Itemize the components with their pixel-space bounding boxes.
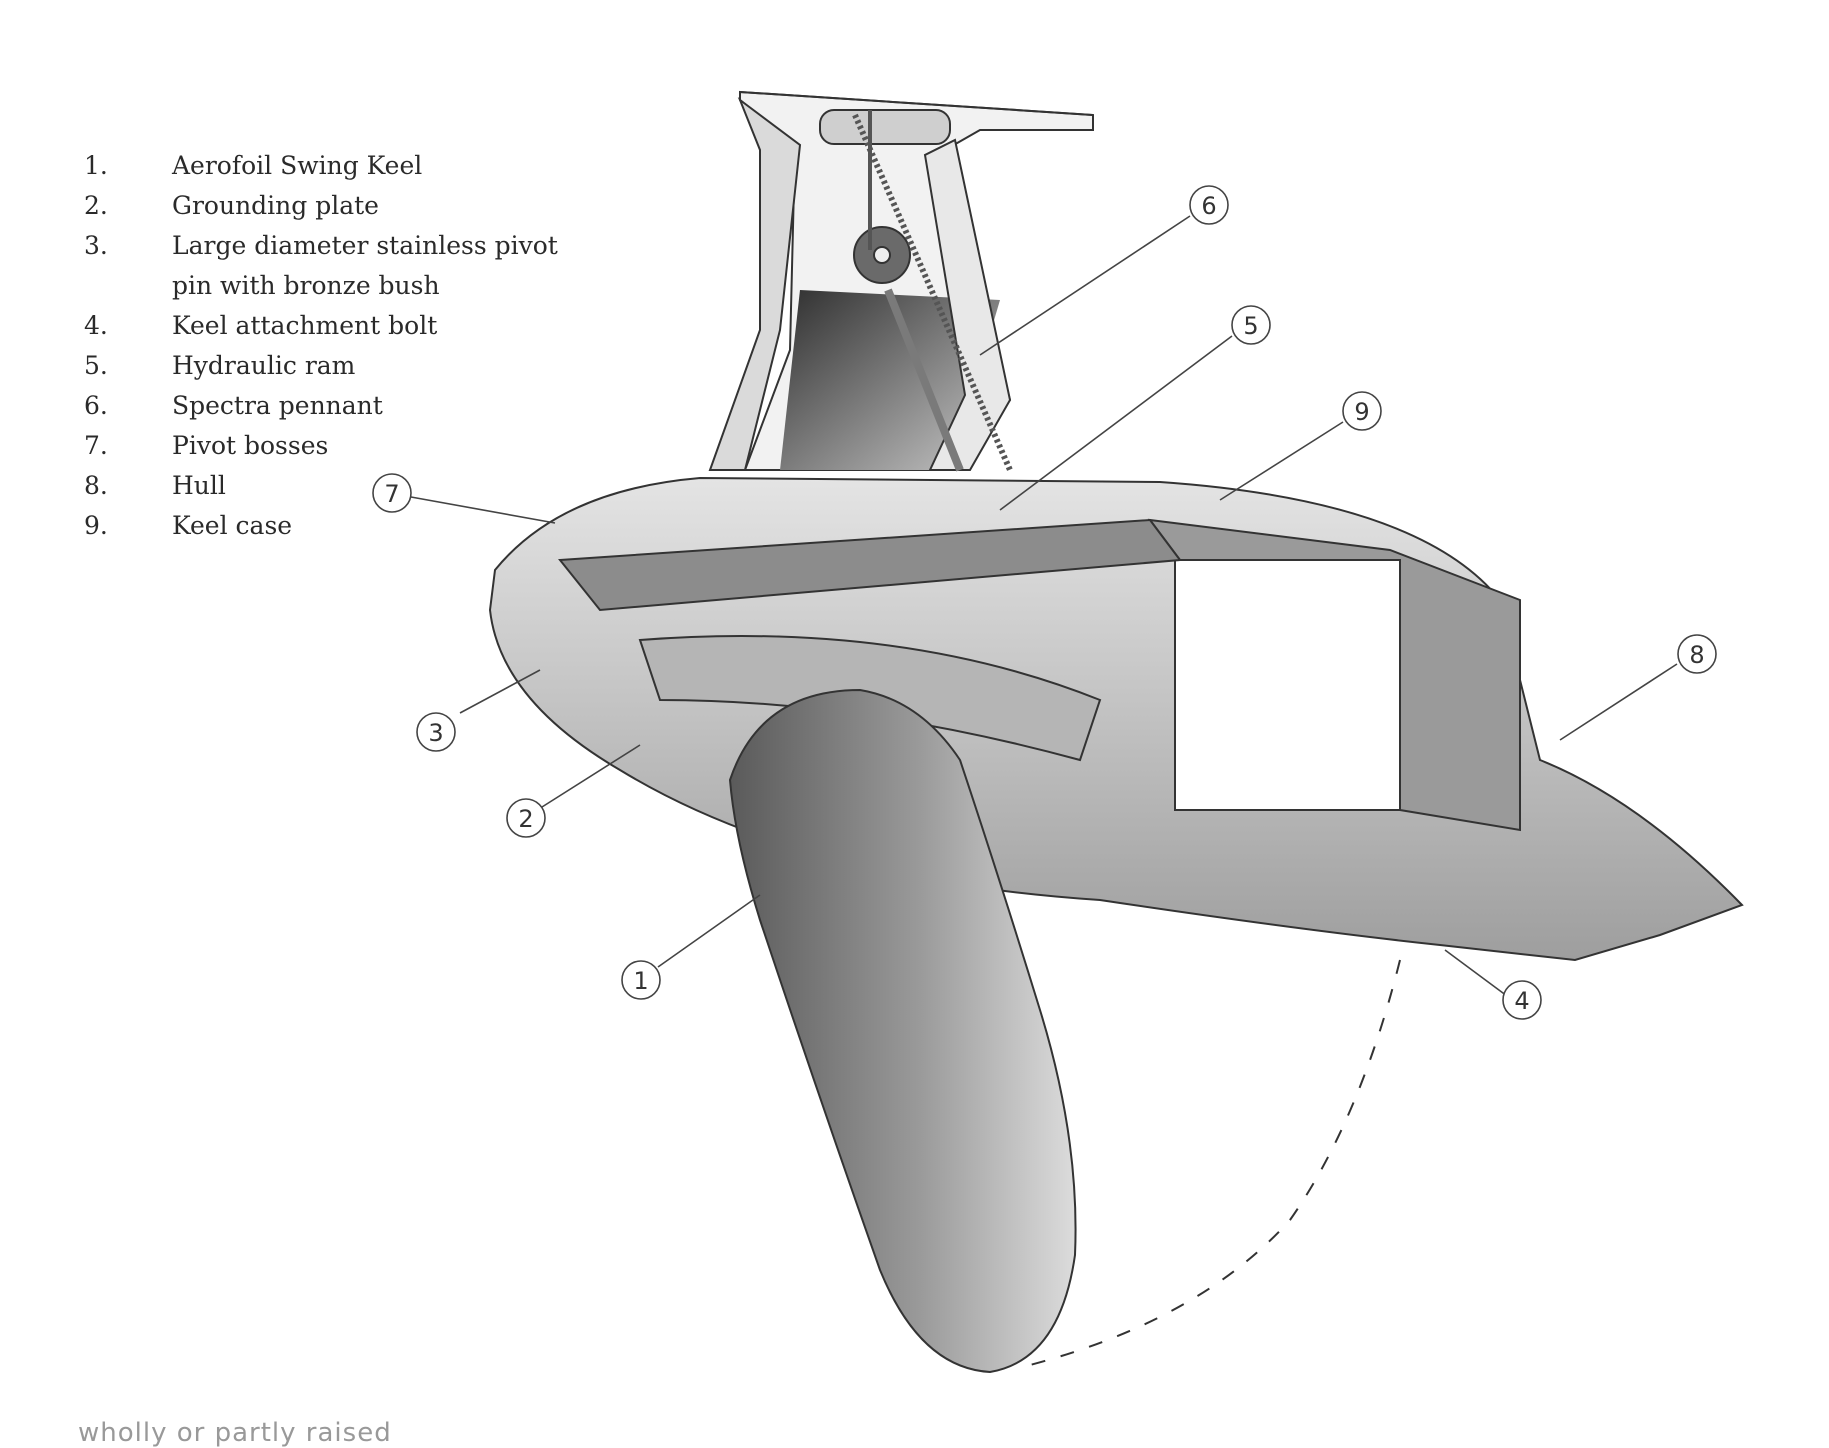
legend-item: 5. Hydraulic ram — [84, 346, 592, 386]
leader-line-9 — [1219, 421, 1344, 501]
leader-line-1 — [657, 894, 761, 968]
svg-text:9: 9 — [1354, 398, 1369, 426]
legend-number: 4. — [84, 311, 108, 340]
svg-text:7: 7 — [384, 480, 399, 508]
svg-text:8: 8 — [1689, 641, 1704, 669]
legend-label: Aerofoil Swing Keel — [172, 151, 423, 180]
hull-drawing — [488, 476, 1744, 962]
callout-4: 4 — [1502, 980, 1542, 1020]
swing-keel-drawing — [728, 688, 1401, 1374]
callout-7: 7 — [372, 473, 412, 513]
footer-caption: wholly or partly raised — [78, 1418, 392, 1448]
legend-number: 9. — [84, 511, 108, 540]
legend-number: 3. — [84, 231, 108, 260]
svg-text:6: 6 — [1201, 192, 1216, 220]
legend-label: Grounding plate — [172, 191, 379, 220]
callout-9: 9 — [1342, 391, 1382, 431]
leader-line-8 — [1559, 663, 1678, 741]
parts-legend: 1.Aerofoil Swing Keel 2.Grounding plate … — [84, 146, 592, 546]
legend-item: 1. Aerofoil Swing Keel — [84, 146, 592, 186]
legend-label: Large diameter stainless pivot pin with … — [172, 231, 558, 300]
svg-text:3: 3 — [428, 719, 443, 747]
legend-label: Keel case — [172, 511, 293, 540]
svg-text:4: 4 — [1514, 987, 1529, 1015]
legend-number: 2. — [84, 191, 108, 220]
svg-text:2: 2 — [518, 805, 533, 833]
legend-item: 2. Grounding plate — [84, 186, 592, 226]
legend-item: 6. Spectra pennant — [84, 386, 592, 426]
legend-number: 5. — [84, 351, 108, 380]
legend-item: 7. Pivot bosses — [84, 426, 592, 466]
legend-item: 3. Large diameter stainless pivot pin wit… — [84, 226, 592, 306]
svg-text:5: 5 — [1243, 312, 1258, 340]
legend-item: 8. Hull — [84, 466, 592, 506]
leader-line-5 — [999, 335, 1233, 511]
legend-number: 6. — [84, 391, 108, 420]
callout-8: 8 — [1677, 634, 1717, 674]
leader-line-4 — [1444, 949, 1508, 997]
keel-case-drawing — [708, 90, 1094, 471]
legend-label: Pivot bosses — [172, 431, 329, 460]
callout-2: 2 — [506, 798, 546, 838]
legend-item: 4. Keel attachment bolt — [84, 306, 592, 346]
callout-3: 3 — [416, 712, 456, 752]
legend-item: 9. Keel case — [84, 506, 592, 546]
leader-lines — [410, 215, 1678, 997]
pulley-assembly — [819, 109, 1013, 472]
leader-line-6 — [979, 215, 1191, 356]
legend-number: 1. — [84, 151, 108, 180]
leader-line-2 — [541, 744, 641, 808]
svg-text:1: 1 — [633, 967, 648, 995]
callouts: 6 5 9 7 3 2 1 4 8 — [372, 185, 1717, 1020]
callout-1: 1 — [621, 960, 661, 1000]
leader-line-3 — [459, 669, 541, 714]
legend-label: Spectra pennant — [172, 391, 383, 420]
callout-5: 5 — [1231, 305, 1271, 345]
legend-label: Keel attachment bolt — [172, 311, 438, 340]
legend-number: 8. — [84, 471, 108, 500]
leader-line-7 — [410, 496, 556, 524]
legend-label: Hull — [172, 471, 226, 500]
legend-number: 7. — [84, 431, 108, 460]
callout-6: 6 — [1189, 185, 1229, 225]
legend-label: Hydraulic ram — [172, 351, 356, 380]
